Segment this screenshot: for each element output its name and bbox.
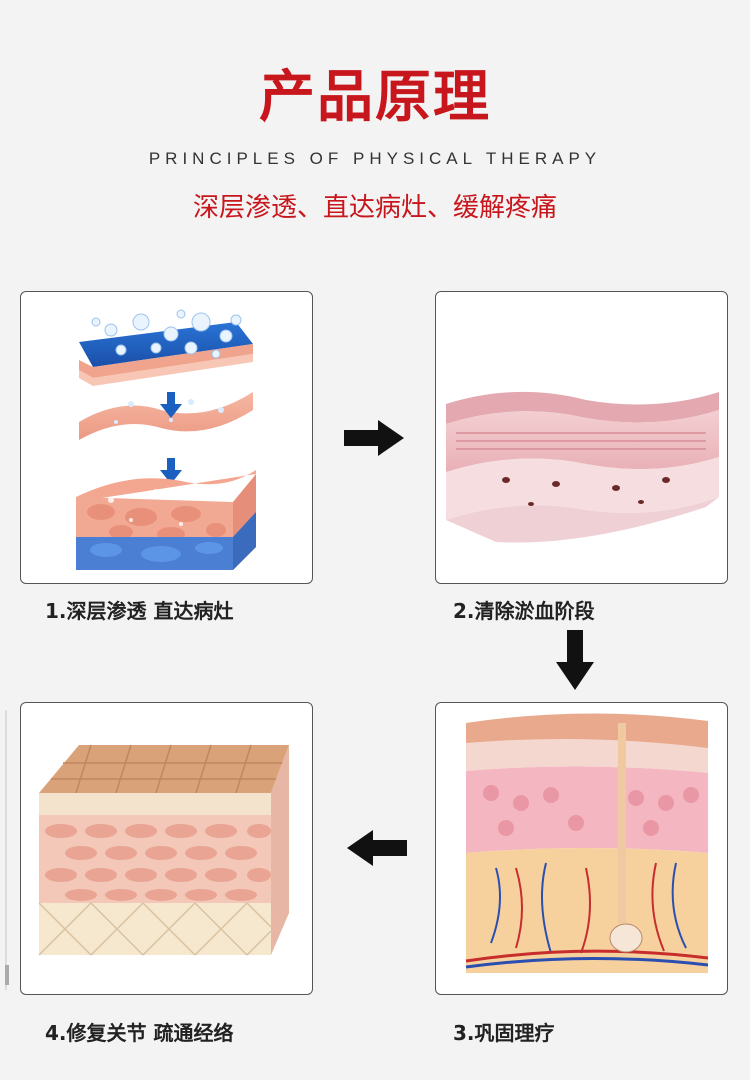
edge-scroll-thumb [5, 965, 9, 985]
step-1-card [20, 291, 313, 584]
skin-cross-section-image [465, 713, 709, 973]
page-title: 产品原理 [259, 64, 491, 130]
arrow-right-icon [344, 420, 404, 456]
step-1-caption: 1.深层渗透 直达病灶 [45, 599, 234, 623]
step-4-card [20, 702, 313, 995]
skin-layers-penetration-image [76, 309, 256, 570]
step-2-caption: 2.清除淤血阶段 [453, 599, 595, 623]
repaired-tissue-block-image [38, 744, 289, 956]
step-3-caption: 3.巩固理疗 [453, 1021, 555, 1045]
step-4-caption: 4.修复关节 疏通经络 [45, 1021, 234, 1045]
page-subtitle-cn: 深层渗透、直达病灶、缓解疼痛 [192, 193, 557, 223]
step-2-card [435, 291, 728, 584]
edge-scroll-track [5, 710, 7, 990]
page-subtitle-en: PRINCIPLES OF PHYSICAL THERAPY [148, 149, 602, 168]
tissue-layer-image [446, 391, 719, 543]
arrow-down-icon [556, 630, 594, 690]
step-3-card [435, 702, 728, 995]
arrow-left-icon [347, 830, 407, 866]
